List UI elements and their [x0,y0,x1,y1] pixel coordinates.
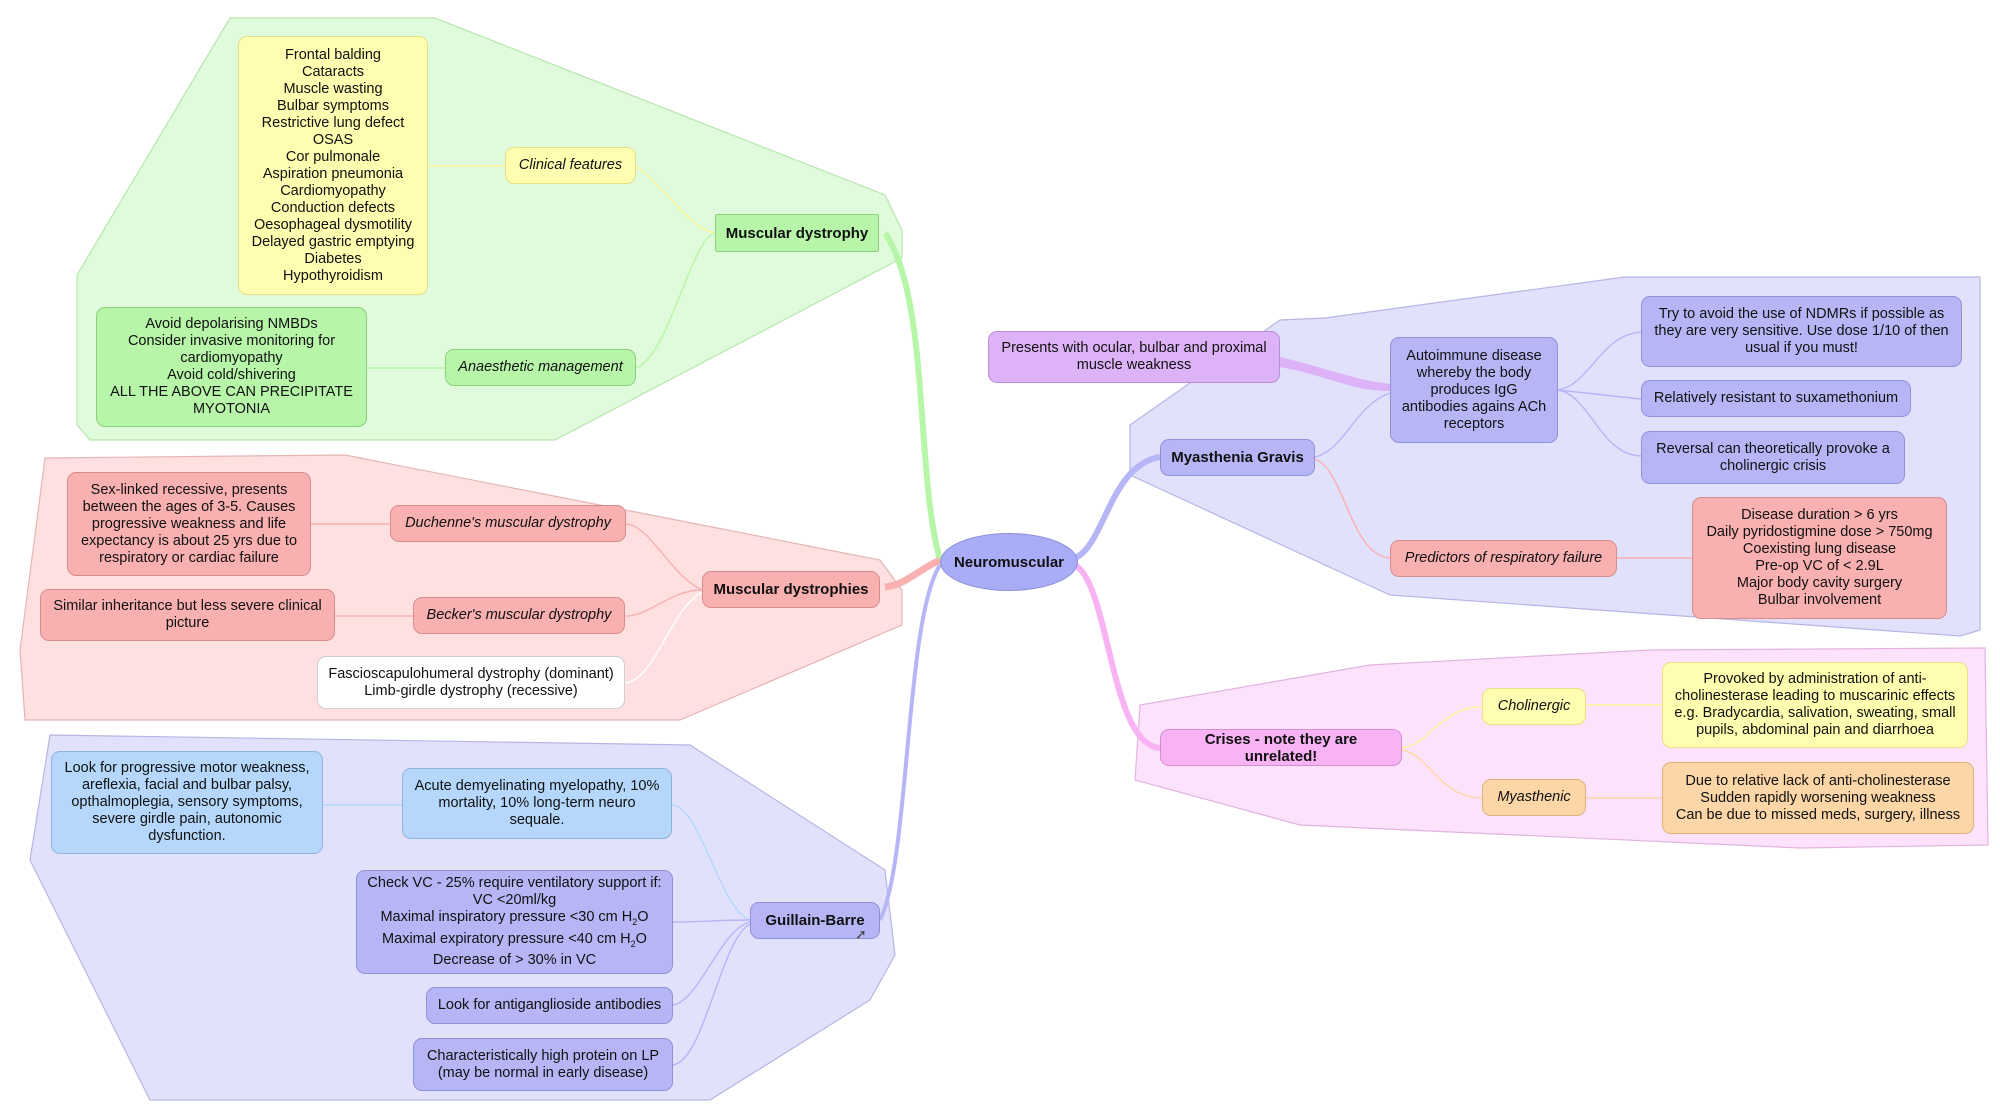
node-label: Myasthenic [1497,789,1571,805]
node-label: Duchenne's muscular dystrophy [405,515,611,531]
node-duchenne-details[interactable]: Sex-linked recessive, presents between t… [67,472,311,576]
node-mg-presents[interactable]: Presents with ocular, bulbar and proxima… [988,331,1280,383]
node-mg-autoimmune[interactable]: Autoimmune disease whereby the body prod… [1390,337,1558,443]
node-label: Reversal can theoretically provoke a cho… [1656,440,1890,474]
node-label: Muscular dystrophy [725,224,869,242]
node-clinical-features[interactable]: Clinical features [505,147,636,184]
node-label: Acute demyelinating myelopathy, 10% mort… [414,778,660,828]
node-label: Myasthenia Gravis [1171,449,1304,466]
node-cholinergic[interactable]: Cholinergic [1482,688,1586,725]
node-clinical-features-list[interactable]: Frontal balding Cataracts Muscle wasting… [238,36,428,295]
node-label: Due to relative lack of anti-cholinester… [1675,772,1961,823]
node-label: Guillain-Barre [765,912,865,929]
node-mg-ndmr[interactable]: Try to avoid the use of NDMRs if possibl… [1641,296,1962,367]
node-anaesthetic-management[interactable]: Anaesthetic management [445,349,636,386]
center-node-label: Neuromuscular [953,553,1065,571]
node-gb-protein[interactable]: Characteristically high protein on LP (m… [413,1038,673,1091]
node-label: Try to avoid the use of NDMRs if possibl… [1654,306,1949,356]
node-mg-predictors-list[interactable]: Disease duration > 6 yrs Daily pyridosti… [1692,497,1947,619]
node-label: Avoid depolarising NMBDs Consider invasi… [110,316,353,417]
node-label: Relatively resistant to suxamethonium [1653,390,1899,406]
node-muscular-dystrophy[interactable]: Muscular dystrophy [715,214,879,252]
branch-muscular-dystrophy [882,231,943,561]
node-label: Crises - note they are unrelated! [1204,730,1358,765]
node-label: Look for progressive motor weakness, are… [64,760,310,844]
node-myasthenic[interactable]: Myasthenic [1482,779,1586,816]
node-gb-vc[interactable]: Check VC - 25% require ventilatory suppo… [356,870,673,974]
node-label: Anaesthetic management [458,359,623,375]
branch-guillain-barre [878,563,942,921]
node-guillain-barre[interactable]: Guillain-Barre [750,902,880,939]
node-label: Provoked by administration of anti-choli… [1674,671,1956,738]
node-label: Presents with ocular, bulbar and proxima… [1001,340,1267,373]
node-myasthenia-gravis[interactable]: Myasthenia Gravis [1160,439,1315,476]
node-label: Predictors of respiratory failure [1404,550,1603,566]
node-label: Characteristically high protein on LP (m… [426,1047,660,1081]
node-label: Sex-linked recessive, presents between t… [80,481,298,566]
node-label: Fascioscapulohumeral dystrophy (dominant… [328,665,614,699]
node-label: Look for antiganglioside antibodies [437,997,662,1013]
node-label: Becker's muscular dystrophy [426,607,612,623]
node-becker-details[interactable]: Similar inheritance but less severe clin… [40,589,335,641]
node-muscular-dystrophies[interactable]: Muscular dystrophies [702,571,880,608]
link-arrow-icon[interactable]: ➚ [855,926,867,942]
node-cholinergic-details[interactable]: Provoked by administration of anti-choli… [1662,662,1968,748]
branch-muscular-dystrophies [884,556,942,591]
node-label: Autoimmune disease whereby the body prod… [1401,347,1547,432]
node-mg-reversal[interactable]: Reversal can theoretically provoke a cho… [1641,431,1905,484]
node-label: Check VC - 25% require ventilatory suppo… [367,874,662,969]
node-label: Cholinergic [1497,698,1571,714]
node-anaesthetic-details[interactable]: Avoid depolarising NMBDs Consider invasi… [96,307,367,427]
node-label: Frontal balding Cataracts Muscle wasting… [251,46,415,284]
branch-myasthenia-gravis [1073,454,1161,561]
node-gb-look-for[interactable]: Look for progressive motor weakness, are… [51,751,323,854]
node-mg-resistant[interactable]: Relatively resistant to suxamethonium [1641,380,1911,417]
node-label: Similar inheritance but less severe clin… [53,598,322,631]
node-gb-antibodies[interactable]: Look for antiganglioside antibodies [426,987,673,1024]
node-duchenne[interactable]: Duchenne's muscular dystrophy [390,505,626,542]
node-other-dystrophies[interactable]: Fascioscapulohumeral dystrophy (dominant… [317,656,625,709]
node-becker[interactable]: Becker's muscular dystrophy [413,597,625,634]
node-crises[interactable]: Crises - note they are unrelated! [1160,729,1402,766]
node-label: Disease duration > 6 yrs Daily pyridosti… [1706,507,1933,608]
center-node[interactable]: Neuromuscular [940,533,1078,591]
node-label: Clinical features [518,157,623,173]
node-myasthenic-details[interactable]: Due to relative lack of anti-cholinester… [1662,762,1974,834]
node-gb-acute[interactable]: Acute demyelinating myelopathy, 10% mort… [402,768,672,839]
node-label: Muscular dystrophies [713,581,869,598]
branch-crises [1073,562,1161,751]
node-mg-predictors[interactable]: Predictors of respiratory failure [1390,540,1617,577]
